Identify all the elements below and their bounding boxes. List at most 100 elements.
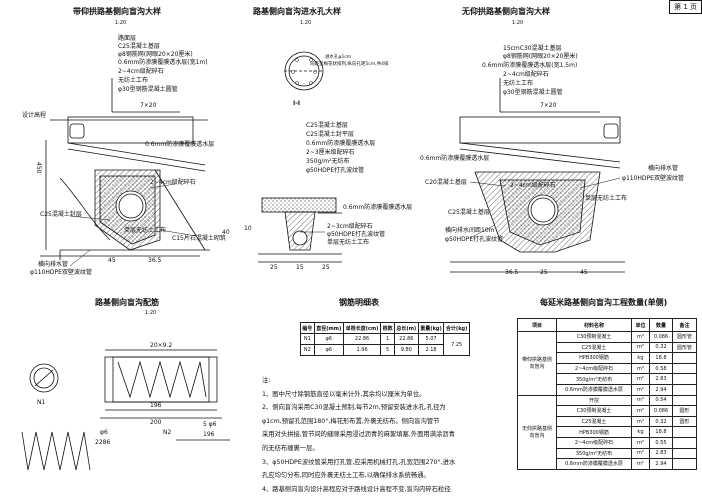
s1-note-7: φ110HDPE双壁波纹管: [30, 269, 92, 276]
qty-table-title: 每延米路基侧向盲沟工程数量(单侧): [540, 298, 668, 307]
qty-cell: 350g/m²无纺布: [556, 447, 632, 460]
qty-group-1: 带仰拱路基侧向盲沟: [517, 331, 557, 396]
qty-cell: 圆形: [672, 405, 697, 417]
qty-cell: [672, 394, 697, 407]
s2-drawing: [258, 51, 342, 263]
qty-cell: m²: [630, 373, 650, 385]
rebar-header: 编号: [300, 322, 315, 334]
qty-cell: m³: [630, 415, 650, 428]
qty-cell: 圆形: [672, 415, 697, 428]
qty-cell: [672, 383, 697, 396]
rebar-cell: 1: [380, 333, 395, 345]
rebar-header: 重量(kg): [417, 322, 445, 334]
s4-bar-4: 196: [203, 431, 215, 438]
s4-bar-3: 5 φ6: [203, 421, 217, 428]
s1-label-5: 2~4cm级配碎石: [118, 68, 164, 75]
note-line: 2、侧向盲沟采用C30混凝土预制,每节2m,预留安装进水孔,孔径为: [262, 404, 446, 412]
s2-section-mark: I-I: [293, 100, 300, 107]
qty-cell: C25混凝土: [556, 341, 632, 354]
qty-cell: 350g/m²无纺布: [556, 373, 632, 385]
s1-title: 带仰拱路基侧向盲沟大样: [73, 7, 161, 16]
s4-title: 路基侧向盲沟配筋: [95, 298, 159, 307]
qty-header: 项目: [517, 318, 557, 332]
rebar-cell: 22.86: [342, 333, 382, 345]
qty-cell: [672, 352, 697, 364]
s1-side-label: 设计高程: [22, 112, 47, 119]
table-row: HPB300钢筋 kg 18.8: [518, 426, 697, 438]
s3-label-1: 15cmC30混凝土基层: [503, 45, 562, 52]
note-line: 的无纺布缠裹一层。: [262, 444, 319, 452]
table-row: 0.6mm防渗膜覆膜透水层 m² 2.94: [518, 458, 697, 470]
qty-header: 数量: [648, 318, 674, 332]
s2-note-2: 2~3cm级配碎石: [327, 223, 373, 230]
table-row: C25混凝土 m³ 0.32 圆形: [518, 415, 697, 428]
table-row: 无仰拱路基侧向盲沟 开挖 m³ 0.54: [517, 394, 697, 470]
note-line: 注:: [262, 377, 271, 384]
s4-scale: 1:20: [145, 310, 157, 316]
qty-cell: m³: [630, 362, 650, 375]
s2-scale: 1:20: [300, 20, 312, 26]
qty-cell: 0.32: [648, 415, 674, 428]
s2-label-1: C25混凝土基层: [306, 122, 348, 129]
qty-cell: 圆形管: [672, 341, 697, 354]
s3-note-6: 横向排水管: [648, 165, 679, 172]
rebar-total: 7.25: [443, 333, 470, 356]
s2-hole-note-2: 间距呈梅花状排列,纵向孔距5cm,共4排: [310, 62, 389, 67]
qty-cell: 圆形管: [672, 331, 697, 343]
qty-cell: m³: [630, 394, 650, 407]
s3-note-4: C25混凝土基层: [448, 209, 490, 216]
s3-label-3: 0.6mm防渗膜覆膜透水层(宽1.5m): [482, 62, 578, 69]
qty-cell: m³: [630, 331, 650, 343]
qty-cell: 2~4cm级配碎石: [556, 436, 632, 449]
s4-top-dim: 20×9.2: [150, 342, 173, 349]
s2-label-4: 2~3厘米级配碎石: [306, 149, 355, 156]
rebar-header: 直径(mm): [313, 322, 344, 334]
qty-cell: C30预制混凝土: [556, 405, 632, 417]
qty-cell: kg: [630, 352, 650, 364]
s3-note-5: 单层无纺土工布: [585, 195, 628, 202]
s1-dim-1: 45: [108, 257, 116, 264]
table-row: N1 φ6 22.86 1 22.86 5.07 7.25: [300, 333, 470, 356]
s1-drawing: [40, 78, 210, 260]
qty-cell: 0.6mm防渗膜覆膜透水层: [556, 383, 632, 396]
qty-cell: 0.086: [648, 405, 674, 417]
s3-note-7: φ110HDPE双壁波纹管: [622, 175, 684, 182]
s4-dim-1: 196: [150, 402, 162, 409]
table-row: 0.6mm防渗膜覆膜透水层 m² 2.94: [518, 383, 697, 396]
s3-note-9: φ50HDPE打孔波纹管: [445, 236, 504, 243]
table-row: 2~4cm级配碎石 m³ 0.58: [518, 362, 697, 375]
qty-group-2: 无仰拱路基侧向盲沟: [517, 394, 557, 470]
s2-hole-note: 进水孔φ1cm: [325, 55, 352, 60]
qty-cell: C30预制混凝土: [556, 331, 632, 343]
rebar-cell: N1: [300, 333, 315, 345]
qty-cell: 开挖: [556, 394, 632, 407]
qty-cell: [672, 447, 697, 460]
s1-scale: 1:20: [115, 20, 127, 26]
page-number: 第 1 页: [669, 0, 702, 14]
s2-dim-4: 10: [244, 225, 252, 232]
rebar-cell: 5: [380, 344, 395, 356]
rebar-header: 总长(m): [393, 322, 419, 334]
s1-note-4: 单层无纺土工布: [124, 227, 167, 234]
qty-cell: m³: [630, 341, 650, 354]
s1-note-2: 2~4cm级配碎石: [150, 179, 196, 186]
qty-cell: kg: [630, 426, 650, 438]
notes-block: 注: 1、图中尺寸除钢筋直径以毫米计外,其余均以厘米为单位。 2、侧向盲沟采用C…: [262, 374, 455, 496]
s3-dim-3: 45: [580, 269, 588, 276]
note-line: φ1cm,预留孔范围180°,梅花形布置,外裹无纺布。侧向盲沟管节: [262, 417, 440, 425]
qty-cell: m²: [630, 458, 650, 470]
qty-cell: HPB300钢筋: [556, 426, 632, 438]
s1-label-6: 无纺土工布: [118, 77, 149, 84]
s1-dim-2: 36.5: [148, 257, 162, 264]
s3-label-5: 无纺土工布: [503, 80, 534, 87]
table-row: 2~4cm级配碎石 m³ 0.55: [518, 436, 697, 449]
qty-header: 备注: [672, 318, 697, 332]
s1-dim-3: 450: [35, 162, 42, 174]
s3-scale: 1:20: [512, 20, 524, 26]
s1-label-7: φ30型钢筋混凝土圆管: [118, 86, 178, 93]
rebar-cell: φ6: [313, 333, 344, 345]
note-line: 采用对头拼接,管节间的缝隙采用浸过沥青的麻絮填塞,外面用满涂沥青: [262, 431, 455, 439]
s3-dim-1: 36.5: [505, 269, 519, 276]
qty-cell: 2.94: [648, 383, 674, 396]
qty-cell: 0.55: [648, 436, 674, 449]
